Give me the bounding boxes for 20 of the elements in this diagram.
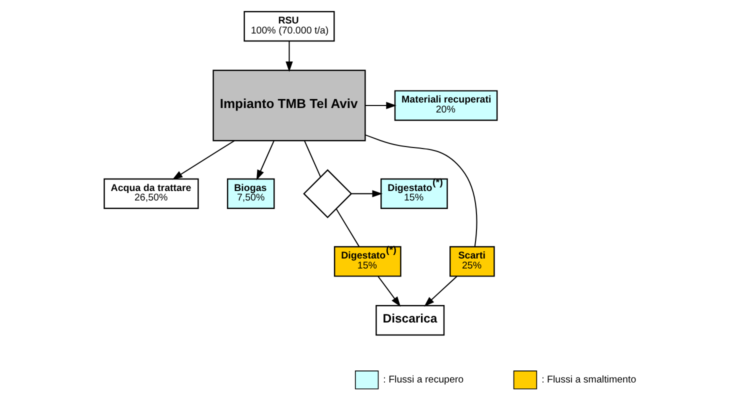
legend-label: : Flussi a smaltimento [541, 374, 636, 386]
node-box: Acqua da trattare 26,50% [103, 178, 198, 210]
node-box: RSU 100% (70.000 t/a) [243, 10, 334, 42]
arrow [351, 190, 382, 198]
node-box: Scarti 25% [449, 246, 494, 277]
connector [335, 208, 360, 247]
arrow [256, 140, 274, 180]
arrow [285, 41, 292, 72]
arrow [172, 140, 234, 180]
node-box: Impianto TMB Tel Aviv [212, 70, 366, 142]
arrow [364, 102, 396, 110]
arrow [377, 276, 400, 307]
node-box: Biogas 7,50% [226, 178, 274, 210]
arrow [424, 276, 457, 307]
connector [364, 134, 477, 247]
node-diamond [302, 169, 352, 218]
node-box: Materiali recuperati 20% [394, 90, 498, 121]
legend-label: : Flussi a recupero [382, 374, 464, 386]
node-box: Discarica [375, 304, 444, 336]
connector [304, 140, 320, 178]
